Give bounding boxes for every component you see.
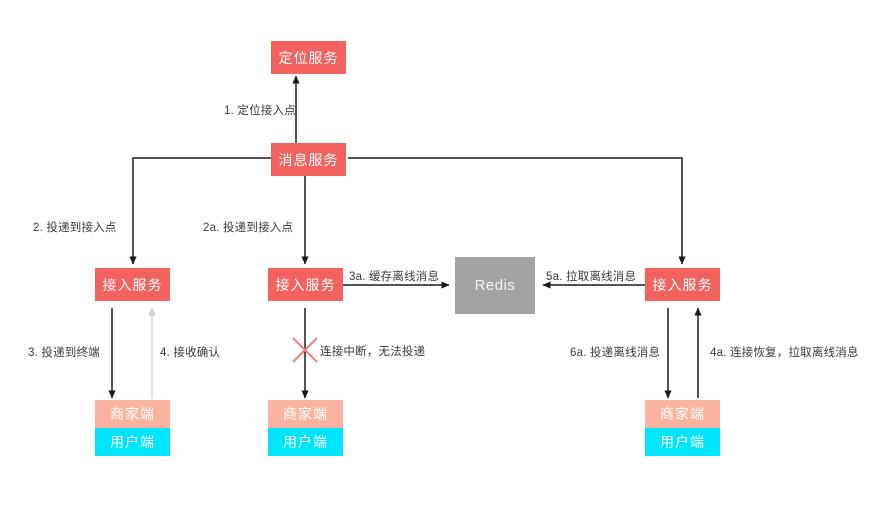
node-message-service-label: 消息服务 [278,151,339,168]
node-user-client-left-label: 用户端 [110,434,155,450]
node-merchant-client-left[interactable]: 商家端 [95,400,170,428]
node-user-client-left[interactable]: 用户端 [95,428,170,456]
node-access-service-mid[interactable]: 接入服务 [268,268,343,301]
edge-label-4a-reconnect-pull-offline: 4a. 连接恢复，拉取离线消息 [710,347,859,359]
node-message-service[interactable]: 消息服务 [271,143,346,176]
edge-label-broken-connection: 连接中断，无法投递 [320,346,426,358]
node-access-service-left-label: 接入服务 [102,276,163,293]
edge-label-5a-pull-offline-message: 5a. 拉取离线消息 [546,271,637,283]
broken-connection-x-icon [292,337,318,363]
edge-label-3a-cache-offline-message: 3a. 缓存离线消息 [349,271,440,283]
node-locate-service-label: 定位服务 [278,49,339,66]
node-merchant-client-right-label: 商家端 [660,406,705,422]
node-user-client-mid[interactable]: 用户端 [268,428,343,456]
edge-label-2a-deliver-to-access-point: 2a. 投递到接入点 [203,222,294,234]
node-locate-service[interactable]: 定位服务 [271,41,346,74]
wire-bus-right [348,157,686,265]
node-access-service-mid-label: 接入服务 [275,276,336,293]
edge-label-4-receive-ack: 4. 接收确认 [160,347,221,359]
node-user-client-right[interactable]: 用户端 [645,428,720,456]
node-redis[interactable]: Redis [455,257,535,314]
node-user-client-right-label: 用户端 [660,434,705,450]
node-merchant-client-mid[interactable]: 商家端 [268,400,343,428]
node-access-service-right[interactable]: 接入服务 [645,268,720,301]
node-merchant-client-left-label: 商家端 [110,406,155,422]
edge-label-1-locate-access-point: 1. 定位接入点 [224,105,296,117]
edge-label-3-deliver-to-terminal: 3. 投递到终端 [28,347,100,359]
wire-bus-left [129,157,271,265]
edge-label-2-deliver-to-access-point: 2. 投递到接入点 [33,222,117,234]
node-access-service-left[interactable]: 接入服务 [95,268,170,301]
edge-label-6a-deliver-offline-message: 6a. 投递离线消息 [570,347,661,359]
node-access-service-right-label: 接入服务 [652,276,713,293]
node-merchant-client-right[interactable]: 商家端 [645,400,720,428]
node-user-client-mid-label: 用户端 [283,434,328,450]
node-merchant-client-mid-label: 商家端 [283,406,328,422]
node-redis-label: Redis [474,277,516,294]
